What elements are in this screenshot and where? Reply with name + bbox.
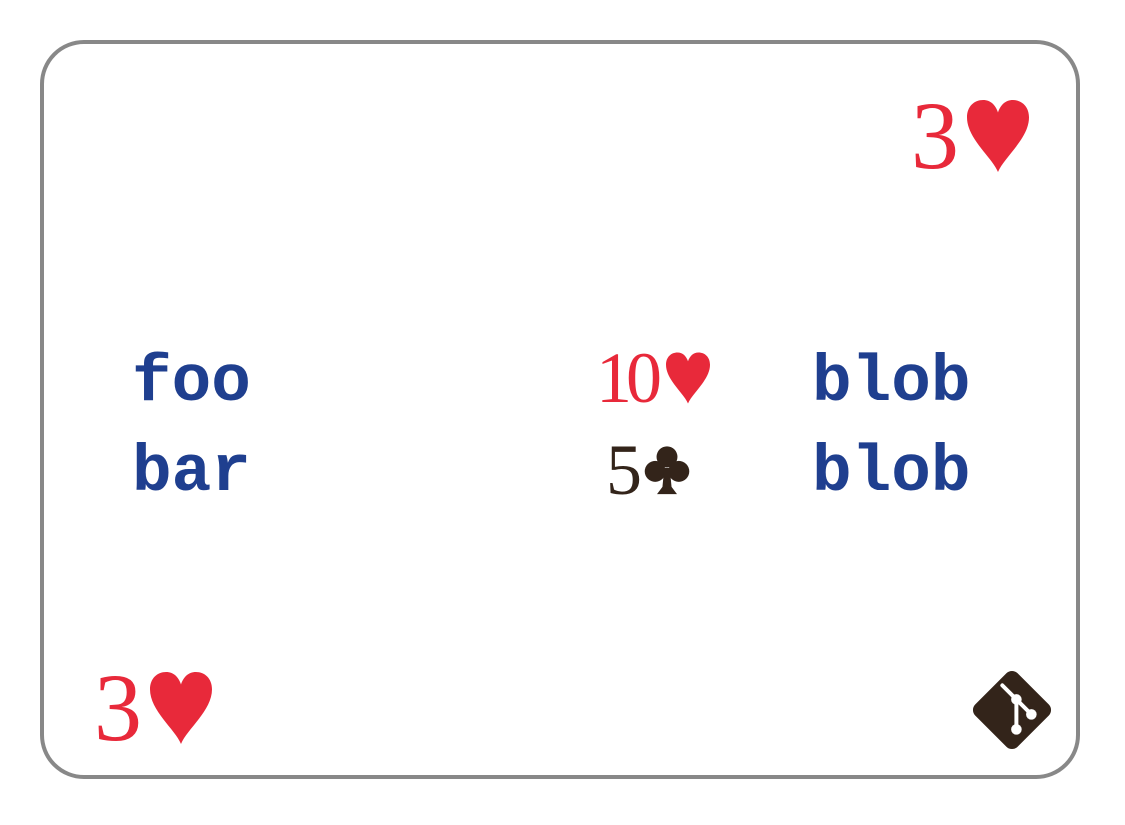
top-corner-rank: 3 [911, 82, 959, 189]
heart-icon [150, 672, 212, 744]
label-bar: bar [132, 435, 251, 510]
heart-icon [967, 100, 1029, 172]
top-corner-index: 3 [911, 88, 1029, 184]
club-icon [644, 446, 690, 495]
middle-card-ten-hearts: 10 [596, 342, 710, 414]
middle-card-five-clubs: 5 [606, 434, 690, 506]
label-blob: blob [812, 345, 971, 420]
playing-card: 3 3 foo bar 10 5 blob blob [40, 40, 1080, 779]
middle-card-rank: 10 [596, 338, 662, 418]
middle-card-rank: 5 [606, 430, 642, 510]
git-logo-icon [972, 670, 1052, 750]
heart-icon [666, 352, 710, 404]
label-blob: blob [812, 435, 971, 510]
bottom-corner-rank: 3 [94, 654, 142, 761]
label-foo: foo [132, 345, 251, 420]
bottom-corner-index: 3 [94, 660, 212, 756]
